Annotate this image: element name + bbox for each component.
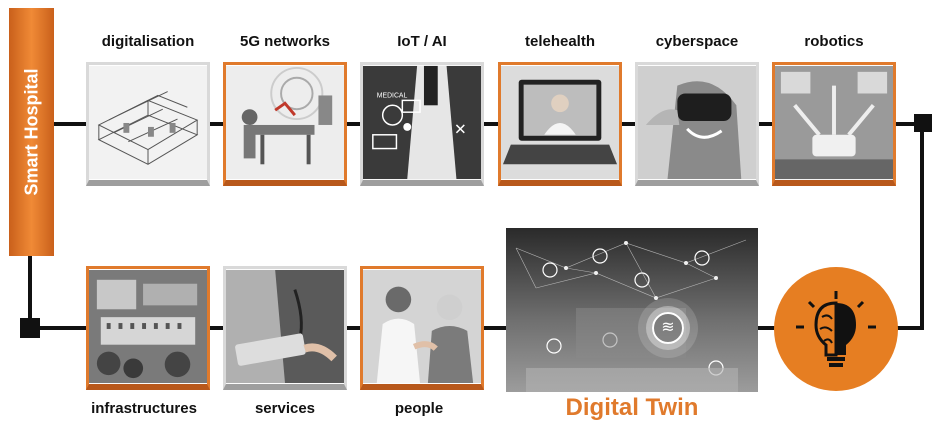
label-infrastructures: infrastructures [91,400,197,417]
brain-lightbulb-icon [796,291,876,367]
tile-services [223,266,347,390]
label-telehealth: telehealth [524,33,596,50]
top-flow-line [54,122,922,126]
left-vertical-line [28,255,32,328]
right-vertical-line [920,122,924,330]
hospital-campus-aerial-image [89,269,207,384]
tile-telehealth [498,62,622,186]
vr-headset-image [638,65,756,180]
tile-people [360,266,484,390]
doctor-tablet-image [226,269,344,384]
tile-digitalisation [86,62,210,186]
hospital-bed-network-image [226,65,344,180]
label-services: services [254,400,316,417]
tile-5g-networks [223,62,347,186]
smart-hospital-sidebar: Smart Hospital [9,8,54,256]
network-overlay [515,239,747,392]
label-robotics: robotics [804,33,864,50]
digital-twin-label: Digital Twin [565,394,699,421]
connector-square-left [20,318,40,338]
sidebar-title: Smart Hospital [21,68,41,196]
connector-square-right [914,114,932,132]
laptop-video-call-image [501,65,619,180]
label-5g-networks: 5G networks [239,33,331,50]
wifi-icon: ≋ [652,312,684,344]
svg-text:MEDICAL: MEDICAL [377,92,408,99]
digital-twin-image: ≋ [506,228,758,392]
tile-iot-ai: MEDICAL [360,62,484,186]
tile-cyberspace [635,62,759,186]
label-cyberspace: cyberspace [655,33,739,50]
label-people: people [394,400,444,417]
surgical-robot-image [775,65,893,180]
nurse-elderly-patient-image [363,269,481,384]
label-digitalisation: digitalisation [101,33,195,50]
tile-infrastructures [86,266,210,390]
tile-robotics [772,62,896,186]
brain-bulb-circle [774,267,898,391]
building-wireframe-image [89,65,207,180]
doctor-touchscreen-image: MEDICAL [363,65,481,180]
label-iot-ai: IoT / AI [397,33,447,50]
